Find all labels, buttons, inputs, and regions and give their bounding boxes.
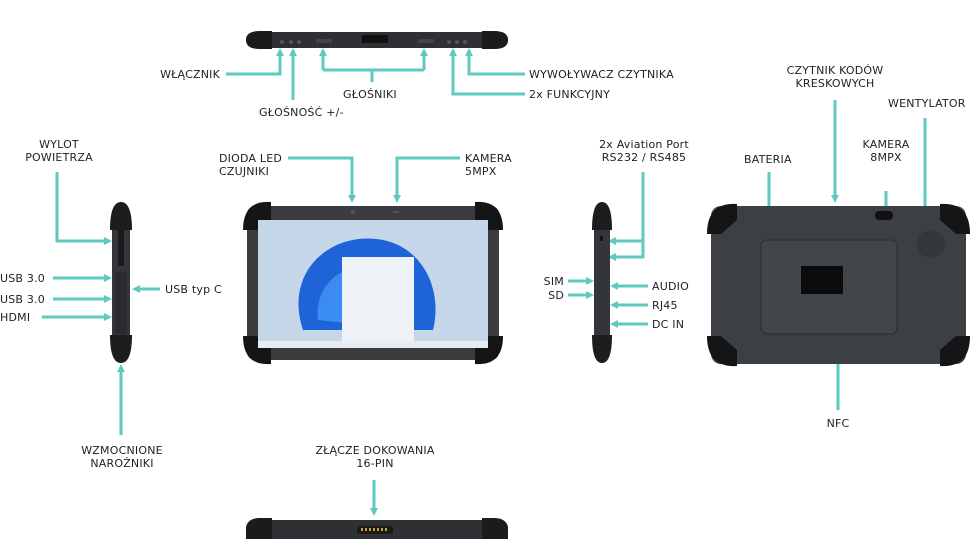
label-scanner-trigger: WYWOŁYWACZ CZYTNIKA <box>529 68 674 81</box>
line-power <box>226 48 284 76</box>
label-led-line1: DIODA LED <box>219 152 283 165</box>
tablet-back-view <box>707 203 970 367</box>
line-speakers <box>321 52 426 82</box>
label-nfc: NFC <box>826 417 850 430</box>
label-barcode-line1: CZYTNIK KODÓW <box>786 64 884 77</box>
label-camera-front: KAMERA 5MPX <box>465 152 512 178</box>
label-aviation-line1: 2x Aviation Port <box>599 138 689 151</box>
tablet-right-view <box>592 202 612 363</box>
line-scanner-trigger <box>465 48 525 76</box>
label-hdmi: HDMI <box>0 311 31 324</box>
tablet-top-view <box>246 31 508 49</box>
line-led <box>288 156 356 203</box>
label-air-outlet-line2: POWIETRZA <box>25 151 93 164</box>
line-function <box>449 48 525 96</box>
label-dock: ZŁĄCZE DOKOWANIA 16-PIN <box>305 444 445 470</box>
label-aviation-line2: RS232 / RS485 <box>601 151 687 164</box>
label-power: WŁĄCZNIK <box>160 68 220 81</box>
tablet-front-view <box>243 200 503 366</box>
label-sd: SD <box>548 289 564 302</box>
tablet-left-view <box>110 202 132 363</box>
label-usb2: USB 3.0 <box>0 293 45 306</box>
label-camera-back: KAMERA 8MPX <box>855 138 917 164</box>
label-led: DIODA LED CZUJNIKI <box>219 152 282 178</box>
label-corners-line1: WZMOCNIONE <box>81 444 163 457</box>
label-function: 2x FUNKCYJNY <box>529 88 611 101</box>
label-barcode-line2: KRESKOWYCH <box>795 77 875 90</box>
label-fan: WENTYLATOR <box>888 97 966 110</box>
label-camera-front-line2: 5MPX <box>465 165 497 178</box>
label-battery: BATERIA <box>744 153 792 166</box>
label-barcode: CZYTNIK KODÓW KRESKOWYCH <box>775 64 895 90</box>
label-led-line2: CZUJNIKI <box>219 165 270 178</box>
label-dc-in: DC IN <box>652 318 685 331</box>
label-air-outlet-line1: WYLOT <box>39 138 79 151</box>
label-dock-line1: ZŁĄCZE DOKOWANIA <box>315 444 435 457</box>
line-air-outlet <box>55 172 112 245</box>
label-rj45: RJ45 <box>652 299 678 312</box>
label-camera-front-line1: KAMERA <box>465 152 512 165</box>
label-air-outlet: WYLOT POWIETRZA <box>14 138 104 164</box>
line-camera-front <box>393 156 460 203</box>
label-usb-c: USB typ C <box>165 283 222 296</box>
label-audio: AUDIO <box>652 280 689 293</box>
label-camera-back-line1: KAMERA <box>862 138 910 151</box>
tablet-bottom-view <box>246 518 508 539</box>
label-sim: SIM <box>543 275 564 288</box>
label-dock-line2: 16-PIN <box>356 457 394 470</box>
label-speakers: GŁOŚNIKI <box>343 88 397 101</box>
label-camera-back-line2: 8MPX <box>870 151 902 164</box>
line-aviation <box>615 172 645 259</box>
label-aviation: 2x Aviation Port RS232 / RS485 <box>588 138 700 164</box>
label-usb1: USB 3.0 <box>0 272 45 285</box>
label-corners: WZMOCNIONE NAROŻNIKI <box>70 444 174 470</box>
label-corners-line2: NAROŻNIKI <box>90 457 154 470</box>
label-volume: GŁOŚNOŚĆ +/- <box>259 106 344 119</box>
